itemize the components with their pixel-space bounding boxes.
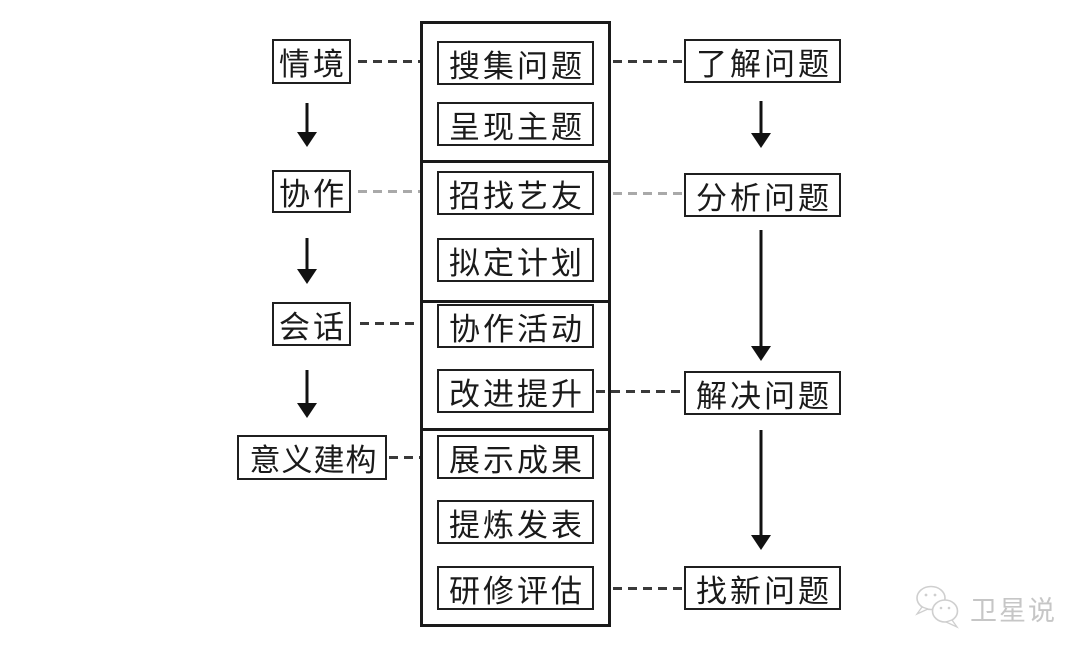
phase-box-understand-problem: 了解问题: [684, 39, 841, 83]
stage-box-conversation: 会话: [272, 302, 351, 346]
down-arrow: [296, 238, 318, 284]
dashed-connector: [613, 192, 684, 195]
dashed-connector: [613, 587, 684, 590]
stage-box-situation: 情境: [272, 39, 351, 84]
stage-box-meaning-construction: 意义建构: [237, 435, 387, 480]
step-box-show-results: 展示成果: [437, 435, 594, 479]
down-arrow: [750, 430, 772, 550]
step-box-collaborative-activity: 协作活动: [437, 304, 594, 348]
phase-box-solve-problem: 解决问题: [684, 371, 841, 415]
down-arrow: [750, 230, 772, 361]
phase-box-find-new-problem: 找新问题: [684, 566, 841, 610]
wechat-bubbles-icon: [912, 583, 964, 634]
step-box-draft-plan: 拟定计划: [437, 238, 594, 282]
dashed-connector: [360, 322, 420, 325]
dashed-connector: [389, 456, 420, 459]
dashed-connector: [358, 190, 420, 193]
phase-box-analyze-problem: 分析问题: [684, 173, 841, 217]
section-divider: [420, 160, 611, 163]
step-box-refine-publish: 提炼发表: [437, 500, 594, 544]
down-arrow: [296, 370, 318, 418]
stage-box-collaboration: 协作: [272, 170, 351, 213]
step-box-research-evaluation: 研修评估: [437, 566, 594, 610]
dashed-connector: [613, 60, 684, 63]
step-box-improve-enhance: 改进提升: [437, 369, 594, 413]
dashed-connector: [358, 60, 420, 63]
step-box-present-theme: 呈现主题: [437, 102, 594, 146]
down-arrow: [750, 101, 772, 148]
section-divider: [420, 428, 611, 431]
down-arrow: [296, 103, 318, 147]
watermark-label: 卫星说: [970, 596, 1057, 626]
section-divider: [420, 300, 611, 303]
step-box-recruit-art-friends: 招找艺友: [437, 171, 594, 215]
watermark: 卫星说: [912, 583, 1057, 634]
step-box-collect-questions: 搜集问题: [437, 41, 594, 85]
dashed-connector: [596, 390, 684, 393]
